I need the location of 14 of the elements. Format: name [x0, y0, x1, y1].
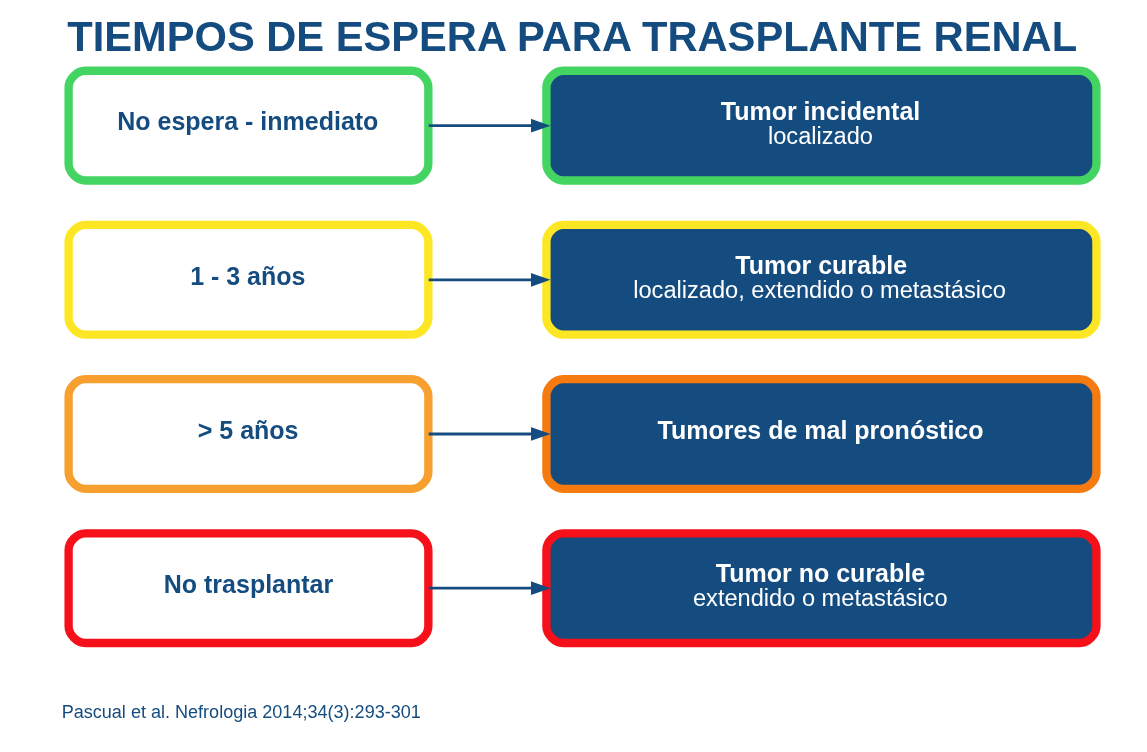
node-box: > 5 años [64, 374, 433, 493]
node-box: 1 - 3 años [64, 220, 433, 339]
node-box: Tumor curable localizado, extendido o metastásico [542, 220, 1101, 339]
arrow [428, 427, 551, 441]
caption: Pascual et al. Nefrologia 2014;34(3):293-301 [61, 701, 421, 722]
arrow [428, 273, 551, 287]
diagram-title: TIEMPOS DE ESPERA PARA TRASPLANTE RENAL [67, 13, 1078, 61]
node-box: Tumor incidental localizado [542, 66, 1101, 185]
node-box: No espera - inmediato [64, 66, 433, 185]
arrow [428, 581, 551, 595]
node-box: No trasplantar [64, 529, 433, 648]
node-box: Tumor no curable extendido o metastásico [542, 529, 1101, 648]
arrow [428, 118, 551, 133]
node-box: Tumores de mal pronóstico [542, 374, 1101, 493]
